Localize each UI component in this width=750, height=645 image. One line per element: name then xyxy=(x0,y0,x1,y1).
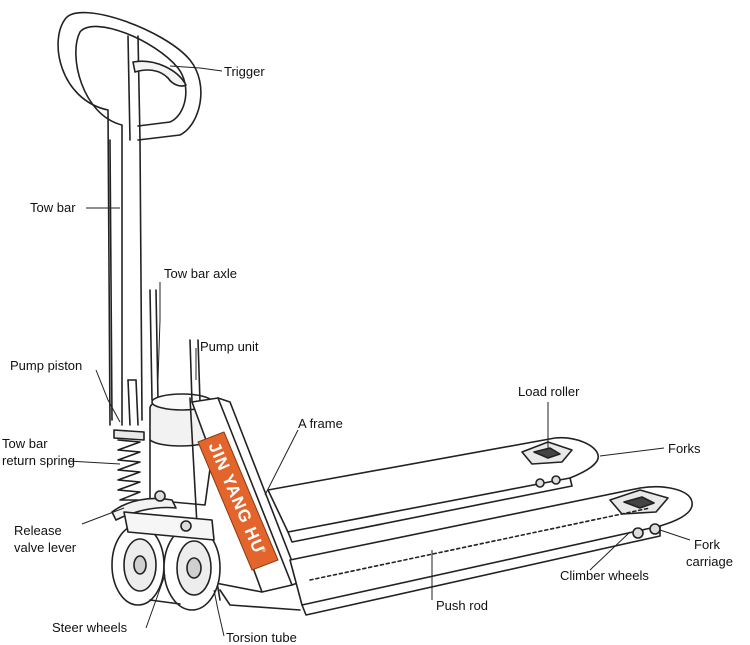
label-climber-wheels: Climber wheels xyxy=(560,568,649,583)
leader-steer-wheels xyxy=(145,574,166,629)
brand-registered-mark: ® xyxy=(262,547,266,554)
label-release-valve-lever-line1: Release xyxy=(14,523,62,538)
brand-panel xyxy=(197,431,279,571)
label-a-frame: A frame xyxy=(298,416,343,431)
trigger-lever xyxy=(132,60,187,87)
label-torsion-tube: Torsion tube xyxy=(226,630,297,645)
leader-forks xyxy=(599,447,665,457)
label-pump-piston: Pump piston xyxy=(10,358,83,373)
leader-tow-bar-axle xyxy=(157,282,161,381)
label-push-rod: Push rod xyxy=(436,598,489,613)
label-pump-unit: Pump unit xyxy=(200,339,259,354)
leader-fork-carriage xyxy=(659,529,691,541)
leader-lines xyxy=(67,65,691,637)
leader-pump-piston xyxy=(95,369,121,423)
leader-climber-wheels xyxy=(589,531,631,571)
leader-release-valve xyxy=(81,507,125,525)
leader-trigger xyxy=(169,65,223,72)
leader-torsion-tube xyxy=(213,589,225,637)
label-tow-bar-return-spring-line1: Tow bar xyxy=(2,436,48,451)
fork-front xyxy=(289,486,693,616)
push-rod-part xyxy=(309,507,651,581)
label-forks: Forks xyxy=(668,441,701,456)
label-fork-carriage-line2: carriage xyxy=(686,554,733,569)
tow-bar-axle-rod xyxy=(149,289,159,401)
handle-loop xyxy=(57,11,202,426)
steer-wheels-part xyxy=(111,490,221,611)
label-tow-bar-return-spring-line2: return spring xyxy=(2,453,75,468)
label-fork-carriage-line1: Fork xyxy=(694,537,720,552)
leader-return-spring xyxy=(67,460,121,465)
label-trigger: Trigger xyxy=(224,64,265,79)
label-load-roller: Load roller xyxy=(518,384,580,399)
label-steer-wheels: Steer wheels xyxy=(52,620,128,635)
return-spring xyxy=(113,429,145,501)
label-tow-bar: Tow bar xyxy=(30,200,76,215)
label-tow-bar-axle: Tow bar axle xyxy=(164,266,237,281)
label-release-valve-lever-line2: valve lever xyxy=(14,540,77,555)
leader-a-frame xyxy=(264,429,299,496)
tow-bar-shaft xyxy=(109,139,143,426)
fork-rear xyxy=(267,436,599,543)
